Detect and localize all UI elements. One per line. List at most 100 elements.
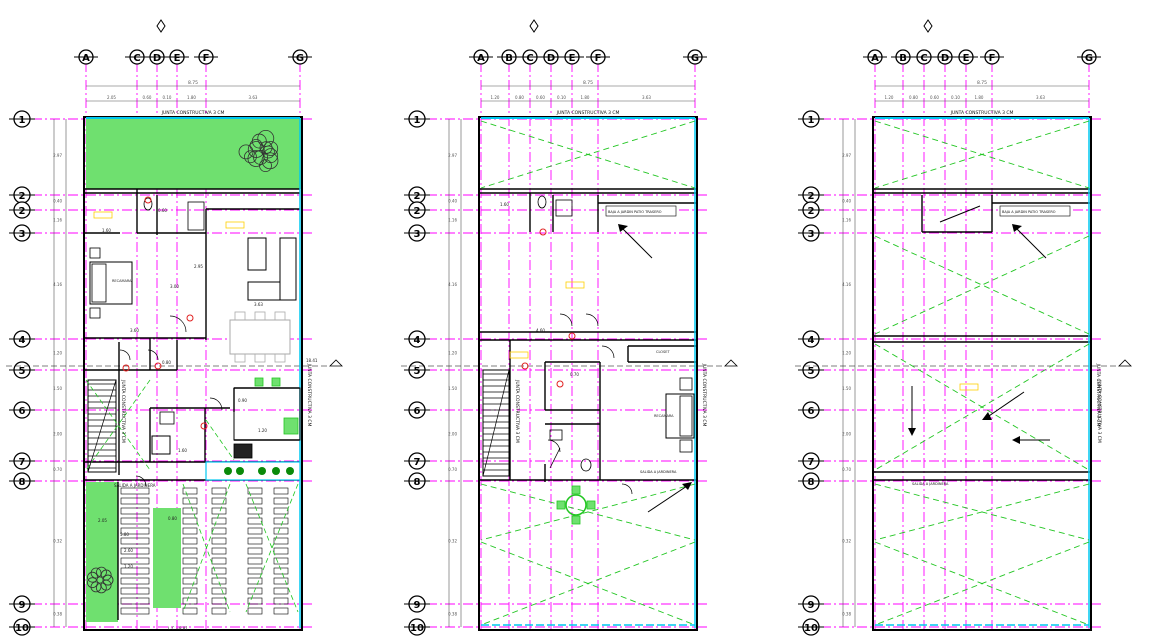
axis-col-tag: C (133, 53, 140, 64)
green-dash-line (85, 379, 151, 471)
stove-icon (233, 443, 253, 459)
junta-label-side: JUNTA CONSTRUCTIVA 3 CM (514, 379, 520, 443)
axis-col-tag: F (989, 53, 996, 64)
red-marker-icon (186, 314, 194, 322)
axis-row-tag: 4 (414, 335, 421, 346)
red-marker-icon (200, 422, 208, 430)
axis-row-tag: 1 (808, 115, 815, 126)
bed-icon (89, 261, 133, 305)
chair-icon (571, 515, 581, 525)
axis-row-tag: 1 (19, 115, 26, 126)
axis-col-tag: F (595, 53, 602, 64)
room-dim: 1.20 (124, 564, 133, 569)
axis-row-tag: 6 (808, 406, 815, 417)
paver-stripe (273, 587, 289, 595)
paver-stripe (273, 517, 289, 525)
yellow-label-box (225, 221, 245, 229)
axis-row-tag: 8 (808, 477, 815, 488)
stool-icon (283, 417, 299, 435)
slope-arrow-line (647, 483, 691, 513)
paver-stripe (120, 557, 150, 565)
nightstand-icon (679, 377, 693, 391)
detail-line (549, 447, 561, 469)
door-swing-icon (601, 345, 615, 359)
paver-stripe (247, 507, 263, 515)
paver-stripe (182, 547, 198, 555)
axis-row-tag: 9 (19, 600, 26, 611)
room-dim: 2.60 (124, 548, 133, 553)
paver-stripe (120, 507, 150, 515)
dim-left: 2.97 (842, 153, 851, 158)
garden-strip (153, 508, 181, 608)
dim-left: 2.97 (448, 153, 457, 158)
garden-strip (86, 482, 118, 622)
terrace-table-icon (565, 494, 587, 516)
room-dim: 5.80 (120, 532, 129, 537)
room-dim: 0.90 (238, 398, 247, 403)
paver-stripe (273, 557, 289, 565)
dim-left: 4.16 (53, 282, 62, 287)
room-dim: 3.60 (130, 328, 139, 333)
dim-left: 0.32 (53, 539, 62, 544)
plant-icon (272, 467, 280, 475)
chair-icon (234, 353, 246, 363)
tree-icon (257, 129, 275, 147)
plant-icon (236, 467, 244, 475)
paver-stripe (247, 537, 263, 545)
axis-col-tag: B (505, 53, 513, 64)
axis-row-tag: 2 (19, 206, 26, 217)
salida-label: SALIDA A JARDINERA (114, 483, 156, 488)
room-dim: 3.00 (170, 284, 179, 289)
paver-stripe (211, 607, 227, 615)
door-swing-icon (621, 483, 633, 495)
dim-total: 8.75 (583, 80, 593, 86)
paver-stripe (273, 597, 289, 605)
dim-left: 0.38 (448, 612, 457, 617)
dim-left: 0.40 (53, 199, 62, 204)
axis-row-tag: 6 (19, 406, 26, 417)
nightstand-icon (89, 247, 101, 259)
axis-col-tag: F (203, 53, 210, 64)
dim-segment: 1.80 (581, 95, 590, 100)
dim-segment: 3.63 (1036, 95, 1045, 100)
plant-icon (286, 467, 294, 475)
dim-left: 0.38 (53, 612, 62, 617)
chair-icon (274, 353, 286, 363)
junta-label-side: JUNTA CONSTRUCTIVA 3 CM (701, 363, 707, 427)
slope-arrow-line (619, 225, 653, 259)
paver-stripe (247, 557, 263, 565)
tree-icon (87, 571, 98, 583)
dim-segment: 0.60 (143, 95, 152, 100)
paver-stripe (182, 487, 198, 495)
sink-icon (549, 429, 563, 441)
paver-stripe (273, 497, 289, 505)
door-swing-icon (147, 349, 159, 361)
axis-col-tag: E (963, 53, 970, 64)
axis-row-tag: 2 (808, 206, 815, 217)
paver-stripe (273, 547, 289, 555)
axis-row-tag: 8 (19, 477, 26, 488)
axis-col-tag: B (899, 53, 907, 64)
door-swing-icon (585, 313, 599, 327)
dim-left: 2.00 (842, 432, 851, 437)
paver-stripe (182, 597, 198, 605)
junta-label-side: JUNTA CONSTRUCTIVA 3 CM (1095, 363, 1101, 427)
chair-icon (234, 311, 246, 321)
bed-pillow-icon (679, 395, 693, 437)
paver-stripe (273, 607, 289, 615)
north-arrow-icon (529, 19, 539, 33)
yellow-label-box (509, 351, 529, 359)
dim-segment: 2.05 (107, 95, 116, 100)
door-swing-icon (169, 315, 187, 333)
dim-segment: 0.60 (930, 95, 939, 100)
junta-label-top: JUNTA CONSTRUCTIVA 3 CM (950, 110, 1014, 116)
slope-arrow-head-icon (682, 482, 692, 490)
red-marker-icon (122, 364, 130, 372)
stairs-icon (482, 369, 510, 477)
axis-row-tag: 7 (19, 457, 26, 468)
green-dash-line (874, 541, 1090, 626)
section-marker-icon (329, 359, 343, 367)
green-dash-line (480, 541, 696, 626)
dim-segment: 0.80 (515, 95, 524, 100)
